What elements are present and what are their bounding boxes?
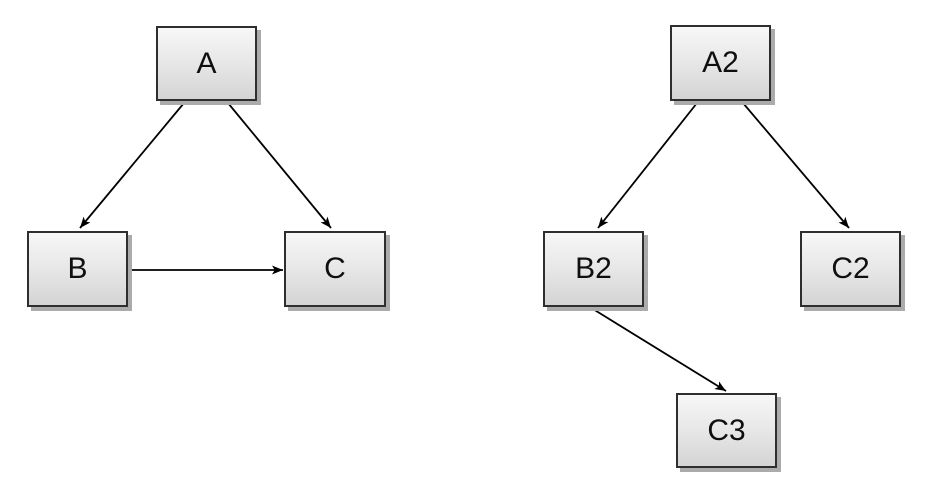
node-label: A2 [702,46,739,79]
node-label: B2 [575,252,612,285]
node-C3[interactable]: C3 [676,393,777,468]
node-A[interactable]: A [156,26,257,101]
node-A2[interactable]: A2 [670,25,771,101]
node-label: C3 [707,413,746,447]
edge-A2-B2 [597,102,698,229]
node-label: A [196,46,217,80]
node-C[interactable]: C [284,231,386,307]
node-label: B [67,252,88,285]
node-B2[interactable]: B2 [543,231,644,307]
edge-A2-C2 [742,102,850,229]
node-B[interactable]: B [27,231,128,307]
node-C2[interactable]: C2 [800,231,901,307]
node-label: C [324,252,346,285]
node-label: C2 [831,252,870,285]
edge-B2-C3 [592,308,727,392]
edge-A-B [79,102,185,229]
edge-A-C [227,102,332,229]
